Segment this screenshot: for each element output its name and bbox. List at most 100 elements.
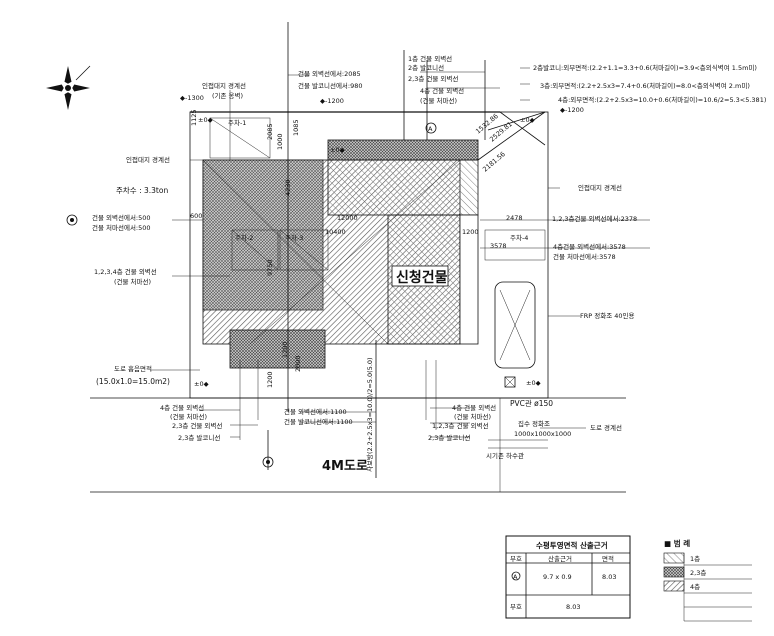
label-park1: 주차-1 [228,118,246,127]
dim-2000: 2000 [294,355,302,372]
setback-diag-3 [499,111,546,146]
dim-3578: 3578 [490,242,507,250]
label-level-1200b: ◆-1200 [560,106,584,114]
area-table: 수평투영면적 산출근거 부호 산출근거 면적 A 9.7 x 0.9 8.03 … [505,535,631,619]
label-spot-e: ±0◆ [520,116,535,124]
label-level-1200a: ◆-1200 [320,97,344,105]
label-park3: 주차-3 [285,233,303,242]
label-calc2: 3층:외부면적:(2.2+2.5x3=7.4+0.6(처마길이)=8.0<층외식… [540,81,750,90]
legend-swatch-1 [663,552,685,564]
label-adj-boundary-left: 인접대지 경계선 [126,155,170,164]
label-floor4-wall-note: (건물 처마선) [420,96,457,105]
table-row-area: 8.03 [602,573,616,581]
label-floor4-wall-c: 4층 건물 외벽선 [452,403,496,412]
table-head-code: 부호 [510,555,522,563]
dim-1125: 1125 [190,109,198,126]
legend-swatch-2 [663,566,685,578]
building-name-box [391,265,449,287]
annotation-labels: 인접대지 경계선 (기존 옹벽) ◆-1300 건물 외벽선에서:2085 건물… [92,54,766,472]
label-spot-c: ±0◆ [330,146,345,154]
legend-swatch-3 [663,580,685,592]
label-pvc: PVC관 ø150 [510,398,553,408]
dim-1000: 1000 [276,133,284,150]
legend-title: ■ 범 례 [664,538,690,548]
label-floor23-wall-b: 2,3층 건물 외벽선 [172,421,222,430]
label-floor4-wall-c-note: (건물 처마선) [454,412,491,421]
label-floor1-wall: 1층 건물 외벽선 [408,54,452,63]
label-floor2-balcony: 2층 발코니선 [408,63,444,72]
label-bldg-balcony-1100: 건물 발코니선에서:1100 [284,417,353,426]
legend-item-1: 1층 [690,554,700,563]
label-floor4-wall-b: 4층 건물 외벽선 [160,403,204,412]
legend: ■ 범 례 1층 2,3층 4층 [663,538,752,622]
label-park4: 주차-4 [510,233,528,242]
label-bldg-1234-wall-note: (건물 처마선) [114,277,151,286]
dim-1200c: 1200 [266,371,274,388]
dim-1200b: 1200 [281,341,289,358]
label-bldg-1234-wall: 1,2,3,4층 건물 외벽선 [94,267,157,276]
label-bldg-wall-1100: 건물 외벽선에서:1100 [284,407,347,416]
label-tank: 집수 정화조 [518,419,550,428]
dim-2181: 2181.56 [481,150,507,173]
label-level-1300: ◆-1300 [180,94,204,102]
label-road-boundary: 도로 경계선 [590,423,622,432]
building-name: 신청건물 [396,269,448,286]
diagonal-1 [202,159,389,345]
label-frp: FRP 정화조 40인용 [580,311,634,320]
north-arrow-icon [46,65,91,110]
table-row-basis: 9.7 x 0.9 [543,573,572,581]
label-parking-area: 주차수 : 3.3ton [116,186,168,195]
benchmark-left [66,214,78,226]
label-calc1: 2층발코니:외부면적:(2.2+1.1=3.3+0.6(처마길이)=3.9<층외… [533,63,757,72]
table-head-basis: 산출근거 [548,554,572,563]
dim-1200a: 1200 [462,228,479,236]
label-bldg-eave-3578: 건물 처마선에서:3578 [553,252,616,261]
label-calc3: 4층:외부면적:(2.2+2.5x3=10.0+0.6(처마길이)=10.6/2… [558,95,766,104]
label-floor4-wall-3578: 4층건물 외벽선에서:3578 [553,242,626,251]
dim-1085: 1085 [292,119,300,136]
label-floor23-wall-top: 2,3층 건물 외벽선 [408,74,458,83]
building-notch [459,214,479,345]
dim-10400: 10400 [325,228,346,236]
label-adj-boundary-top-note: (기존 옹벽) [212,91,243,100]
building-floor23-left [202,159,324,311]
label-adj-boundary-top: 인접대지 경계선 [202,81,246,90]
label-park2: 주차-2 [235,233,253,242]
label-bldg-wall-500: 건물 외벽선에서:500 [92,213,151,222]
dim-600: 600 [190,212,202,220]
label-floor123-wall-2378: 1,2,3층건물 외벽선에서:2378 [552,214,637,223]
table-total-value: 8.03 [566,603,580,611]
label-spot-b: ±0◆ [194,380,209,388]
dim-12000: 12000 [337,214,358,222]
label-sewer: 시기존 하수관 [486,451,524,460]
dim-2085: 2085 [266,123,274,140]
label-floor4-wall: 4층 건물 외벽선 [420,86,464,95]
label-floor23-balcony-c: 2,3층 발코니선 [428,433,470,442]
label-floor4-wall-b-note: (건물 처마선) [170,412,207,421]
label-bldg-balcony-980: 건물 발코니선에서:980 [298,81,363,90]
label-floor23-balcony-b: 2,3층 발코니선 [178,433,220,442]
legend-item-3: 4층 [690,582,700,591]
dim-4230: 4230 [284,179,292,196]
label-adj-boundary-right: 인접대지 경계선 [578,183,622,192]
legend-item-2: 2,3층 [690,568,706,577]
frp-tank [494,281,536,388]
label-spot-d: ±0◆ [526,379,541,387]
table-total-label: 부호 [510,603,522,611]
marker-a [425,122,437,134]
dim-2478: 2478 [506,214,523,222]
label-tank-size: 1000x1000x1000 [514,430,571,438]
parking-areas [209,117,546,271]
benchmark-bottom [262,456,274,468]
label-bldg-eave-500: 건물 처마선에서:500 [92,223,151,232]
table-row-code: A [513,573,518,581]
label-vertical-calc: 사보방(2.2+2.5x3=10.0)/2=5.0(5.0) [365,357,374,472]
table-title: 수평투영면적 산출근거 [536,540,608,550]
label-bldg-setback-2085: 건물 외벽선에서:2085 [298,69,361,78]
label-floor123-wall: 1,2,3층 건물 외벽선 [432,421,489,430]
table-head-area: 면적 [602,554,614,563]
building-floor4 [327,159,479,216]
setback-diag-2 [477,111,546,161]
